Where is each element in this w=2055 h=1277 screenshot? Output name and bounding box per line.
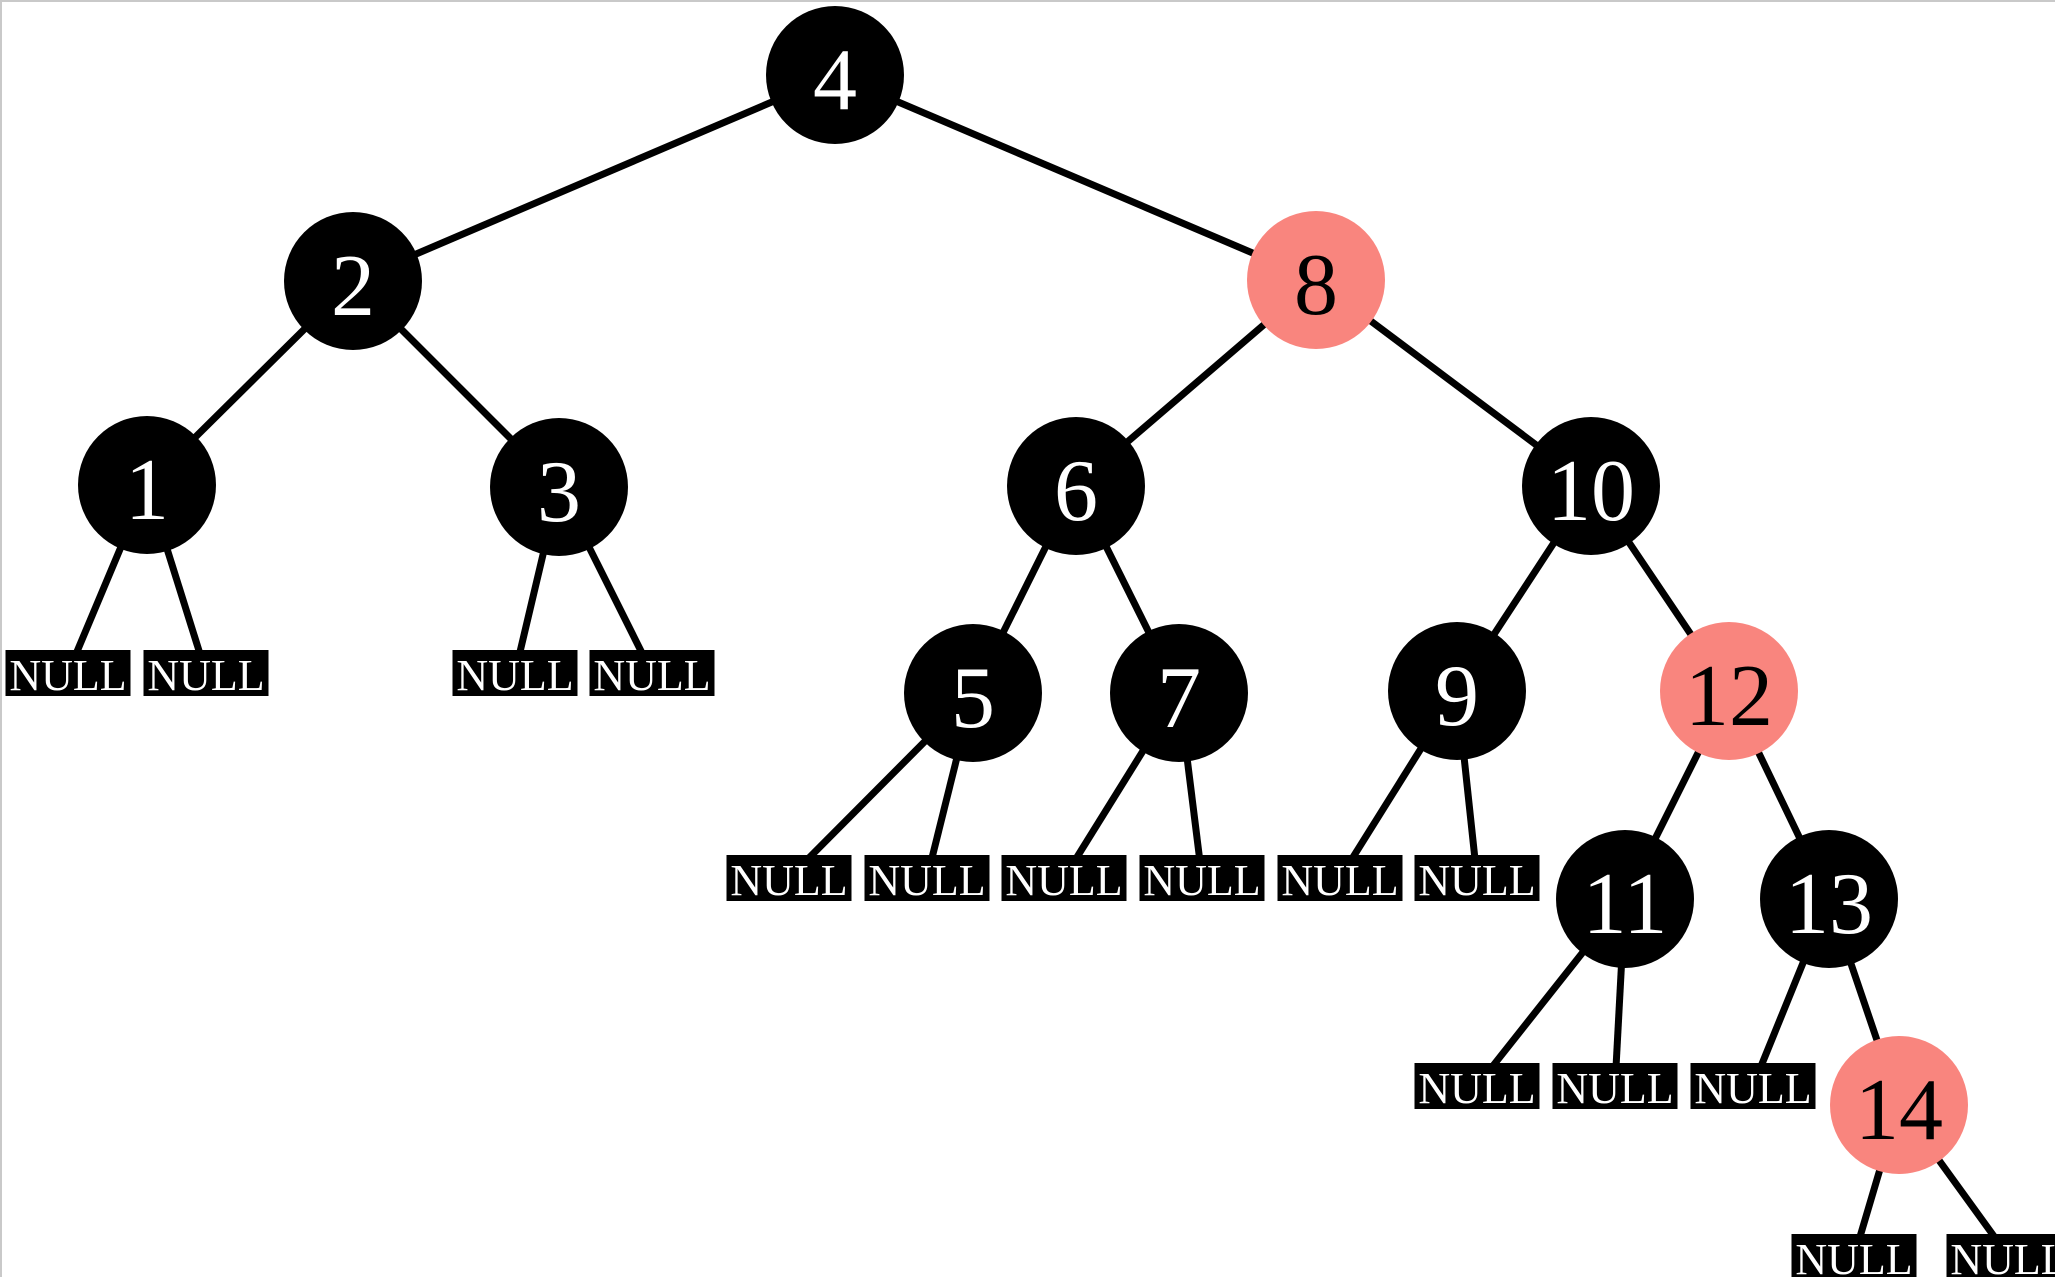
null-leaf-5: NULL bbox=[726, 855, 852, 905]
tree-edge-4-8 bbox=[833, 71, 1318, 284]
null-leaf-label: NULL bbox=[1418, 1064, 1535, 1113]
null-leaf-1: NULL bbox=[143, 650, 269, 700]
tree-node-6: 6 bbox=[1007, 417, 1145, 555]
null-leaf-box bbox=[1277, 855, 1403, 901]
black-node-circle bbox=[766, 6, 904, 144]
node-value-label: 13 bbox=[1785, 856, 1873, 953]
null-leaf-label: NULL bbox=[1005, 856, 1122, 905]
null-leaf-14: NULL bbox=[1791, 1234, 1917, 1277]
tree-node-12: 12 bbox=[1660, 622, 1798, 760]
tree-node-14: 14 bbox=[1830, 1036, 1968, 1174]
null-leaf-box bbox=[143, 650, 269, 696]
tree-node-13: 13 bbox=[1760, 830, 1898, 968]
black-node-circle bbox=[1110, 624, 1248, 762]
null-leaf-label: NULL bbox=[1418, 856, 1535, 905]
null-leaf-box bbox=[1414, 1063, 1540, 1109]
tree-node-2: 2 bbox=[284, 212, 422, 350]
null-leaf-box bbox=[1001, 855, 1127, 901]
tree-node-1: 1 bbox=[78, 416, 216, 554]
tree-edge-4-2 bbox=[351, 71, 837, 285]
tree-node-11: 11 bbox=[1556, 830, 1694, 968]
null-leaf-box bbox=[1791, 1234, 1917, 1277]
node-value-label: 3 bbox=[537, 444, 581, 541]
null-leaf-box bbox=[452, 650, 578, 696]
tree-node-9: 9 bbox=[1388, 622, 1526, 760]
null-leaf-label: NULL bbox=[147, 651, 264, 700]
null-leaf-5: NULL bbox=[864, 855, 990, 905]
null-leaf-1: NULL bbox=[5, 650, 131, 700]
black-node-circle bbox=[284, 212, 422, 350]
tree-node-3: 3 bbox=[490, 418, 628, 556]
null-leaf-label: NULL bbox=[456, 651, 573, 700]
null-leaf-3: NULL bbox=[589, 650, 715, 700]
null-leaf-label: NULL bbox=[1950, 1235, 2055, 1277]
node-value-label: 12 bbox=[1685, 648, 1773, 745]
null-leaf-box bbox=[1414, 855, 1540, 901]
black-node-circle bbox=[1522, 417, 1660, 555]
null-leaf-box bbox=[1690, 1063, 1816, 1109]
node-value-label: 2 bbox=[331, 238, 375, 335]
red-node-circle bbox=[1247, 211, 1385, 349]
null-leaf-box bbox=[5, 650, 131, 696]
node-value-label: 10 bbox=[1547, 443, 1635, 540]
null-leaf-label: NULL bbox=[868, 856, 985, 905]
red-node-circle bbox=[1660, 622, 1798, 760]
null-leaf-9: NULL bbox=[1414, 855, 1540, 905]
null-leaf-14: NULL bbox=[1946, 1234, 2055, 1277]
node-value-label: 1 bbox=[125, 442, 169, 539]
null-leaf-label: NULL bbox=[1556, 1064, 1673, 1113]
node-value-label: 11 bbox=[1583, 856, 1668, 953]
null-leaf-9: NULL bbox=[1277, 855, 1403, 905]
null-leaf-box bbox=[1552, 1063, 1678, 1109]
red-node-circle bbox=[1830, 1036, 1968, 1174]
null-leaf-13: NULL bbox=[1690, 1063, 1816, 1113]
black-node-circle bbox=[1007, 417, 1145, 555]
node-value-label: 5 bbox=[951, 650, 995, 747]
null-leaf-7: NULL bbox=[1001, 855, 1127, 905]
tree-node-10: 10 bbox=[1522, 417, 1660, 555]
node-value-label: 7 bbox=[1157, 650, 1201, 747]
null-leaf-label: NULL bbox=[1281, 856, 1398, 905]
node-value-label: 4 bbox=[813, 32, 857, 129]
null-leaf-label: NULL bbox=[730, 856, 847, 905]
tree-node-4: 4 bbox=[766, 6, 904, 144]
null-leaf-box bbox=[1946, 1234, 2055, 1277]
null-leaf-box bbox=[589, 650, 715, 696]
node-value-label: 9 bbox=[1435, 648, 1479, 745]
null-leaf-11: NULL bbox=[1414, 1063, 1540, 1113]
node-value-label: 6 bbox=[1054, 443, 1098, 540]
black-node-circle bbox=[490, 418, 628, 556]
black-node-circle bbox=[904, 624, 1042, 762]
tree-node-5: 5 bbox=[904, 624, 1042, 762]
null-leaf-label: NULL bbox=[9, 651, 126, 700]
null-leaf-box bbox=[864, 855, 990, 901]
black-node-circle bbox=[78, 416, 216, 554]
black-node-circle bbox=[1556, 830, 1694, 968]
null-leaf-label: NULL bbox=[1143, 856, 1260, 905]
black-node-circle bbox=[1760, 830, 1898, 968]
null-leaf-11: NULL bbox=[1552, 1063, 1678, 1113]
null-leaf-box bbox=[1139, 855, 1265, 901]
null-leaf-3: NULL bbox=[452, 650, 578, 700]
node-value-label: 14 bbox=[1855, 1062, 1943, 1159]
null-leaf-label: NULL bbox=[593, 651, 710, 700]
null-leaf-box bbox=[726, 855, 852, 901]
null-leaf-7: NULL bbox=[1139, 855, 1265, 905]
black-node-circle bbox=[1388, 622, 1526, 760]
null-leaf-label: NULL bbox=[1795, 1235, 1912, 1277]
tree-node-8: 8 bbox=[1247, 211, 1385, 349]
null-leaf-label: NULL bbox=[1694, 1064, 1811, 1113]
tree-node-7: 7 bbox=[1110, 624, 1248, 762]
node-value-label: 8 bbox=[1294, 237, 1338, 334]
